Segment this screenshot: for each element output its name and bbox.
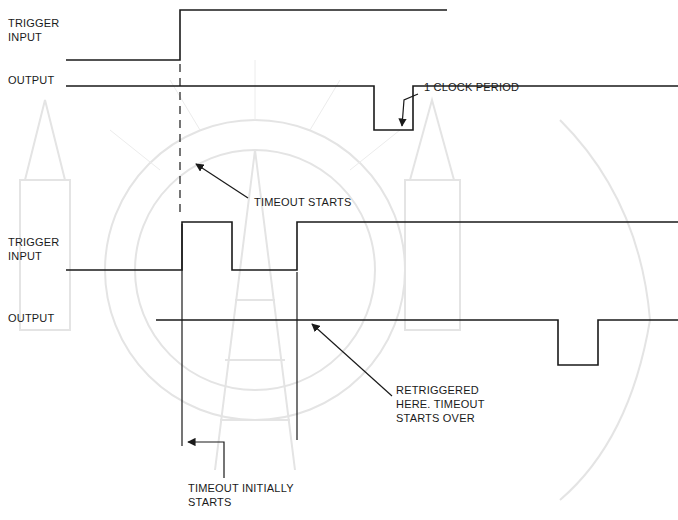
signal-label: TRIGGER INPUT xyxy=(8,236,72,264)
signal-label: OUTPUT xyxy=(8,312,72,326)
marker-line xyxy=(296,272,297,440)
dashed-marker xyxy=(179,64,180,212)
signal-label: OUTPUT xyxy=(8,74,72,88)
leader-arrow xyxy=(188,442,224,478)
signal-label: RETRIGGERED HERE. TIMEOUT STARTS OVER xyxy=(396,384,504,425)
output-waveform xyxy=(156,320,678,365)
signal-label: TIMEOUT INITIALLY STARTS xyxy=(188,482,306,510)
leader-arrow xyxy=(196,164,248,198)
leader-arrow xyxy=(402,94,418,126)
signal-label: 1 CLOCK PERIOD xyxy=(424,81,544,95)
signal-label: TIMEOUT STARTS xyxy=(254,196,384,210)
output-waveform xyxy=(66,86,678,130)
leader-arrow xyxy=(312,324,392,396)
signal-label: TRIGGER INPUT xyxy=(8,17,72,45)
marker-line xyxy=(181,224,182,446)
trigger-waveform xyxy=(66,222,678,270)
trigger-waveform xyxy=(66,10,447,60)
